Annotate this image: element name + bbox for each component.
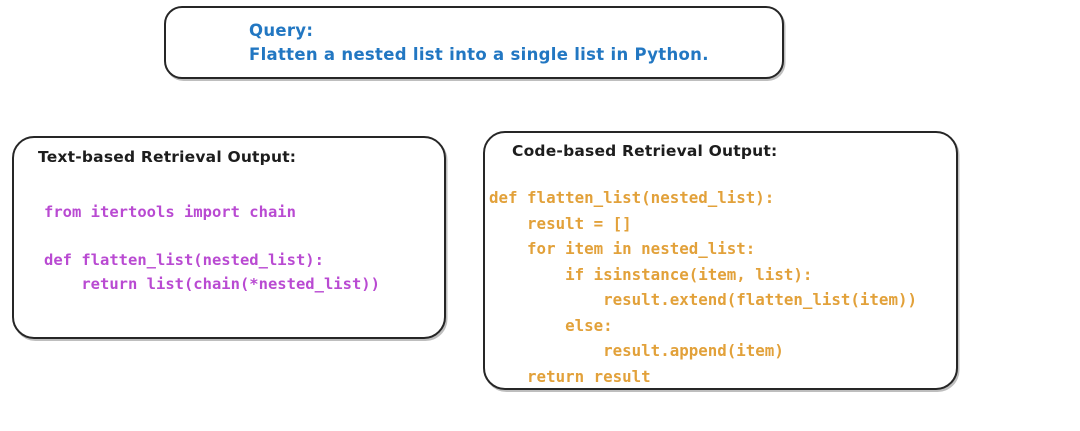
text-panel-title: Text-based Retrieval Output: [38, 148, 297, 166]
query-text: Query: Flatten a nested list into a sing… [249, 21, 709, 64]
code-panel-title: Code-based Retrieval Output: [512, 142, 778, 160]
text-panel-code-block: from itertools import chain def flatten_… [44, 203, 380, 293]
code-based-retrieval-panel: Code-based Retrieval Output: def flatten… [483, 131, 958, 390]
text-based-retrieval-panel: Text-based Retrieval Output: from iterto… [12, 136, 446, 339]
code-panel-code-block: def flatten_list(nested_list): result = … [489, 188, 917, 386]
query-box: Query: Flatten a nested list into a sing… [164, 6, 784, 79]
